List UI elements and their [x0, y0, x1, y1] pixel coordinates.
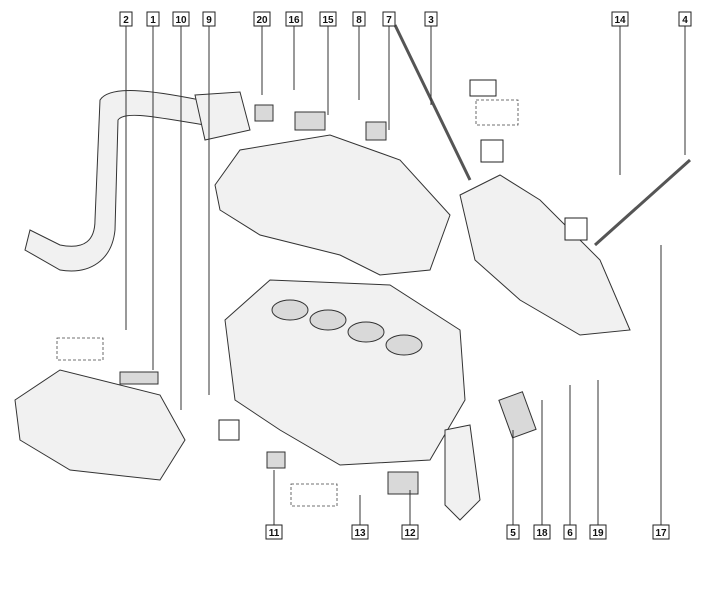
- part-number-label: 15: [322, 15, 334, 26]
- catalytic-converter: [459, 174, 631, 336]
- part-number-label: 10: [175, 15, 187, 26]
- label-box: [533, 524, 551, 540]
- label-box: [382, 11, 396, 27]
- no-reuse-icon: [564, 217, 588, 241]
- part-labels: 2 1 10 9 20 16 15 8 7 3 14 4 11 13 12 5 18 6 19 17: [119, 11, 692, 540]
- part-number-label: 16: [288, 15, 300, 26]
- label-box: [202, 11, 216, 27]
- cylinder-head: [214, 134, 451, 276]
- label-box: [563, 524, 577, 540]
- cylinder-bore: [309, 309, 347, 331]
- gasket-icon-box: [469, 79, 497, 97]
- label-box: [319, 11, 337, 27]
- label-box: [285, 11, 303, 27]
- cylinder-bore: [347, 321, 385, 343]
- cylinder-bore: [385, 334, 423, 356]
- label-box: [611, 11, 629, 27]
- oxygen-sensor-downstream: [593, 158, 692, 247]
- torque-icon: [218, 419, 240, 441]
- throttle-body: [194, 91, 251, 141]
- label-box: [352, 11, 366, 27]
- reference-box: [475, 99, 519, 126]
- reference-box: [290, 483, 338, 507]
- label-box: [506, 524, 520, 540]
- oxygen-sensor-upstream: [393, 24, 472, 181]
- sensor-1: [119, 371, 159, 385]
- part-number-label: 11: [269, 528, 280, 539]
- label-box: [119, 11, 133, 27]
- label-box: [265, 524, 283, 540]
- label-box: [351, 524, 369, 540]
- sensor-7: [365, 121, 387, 141]
- engine-block: [224, 279, 466, 466]
- part-number-label: 1: [150, 15, 156, 26]
- sensor-12: [387, 471, 419, 495]
- label-box: [401, 524, 419, 540]
- part-number-label: 7: [386, 15, 392, 26]
- label-box: [589, 524, 607, 540]
- part-number-label: 6: [567, 528, 573, 539]
- sensor-11: [266, 451, 286, 469]
- part-number-label: 5: [510, 528, 516, 539]
- part-number-label: 8: [356, 15, 362, 26]
- intake-manifold: [14, 369, 186, 481]
- part-number-label: 3: [428, 15, 434, 26]
- label-box: [652, 524, 670, 540]
- part-number-label: 14: [614, 15, 626, 26]
- water-outlet: [444, 424, 481, 521]
- part-number-label: 19: [592, 528, 604, 539]
- bracket-15: [294, 111, 326, 131]
- label-box: [678, 11, 692, 27]
- intake-hose: [24, 90, 206, 272]
- part-number-label: 2: [123, 15, 129, 26]
- label-box: [146, 11, 160, 27]
- leader-lines: [125, 26, 686, 525]
- sensor-5: [498, 391, 537, 439]
- label-box: [424, 11, 438, 27]
- part-number-label: 18: [536, 528, 548, 539]
- part-number-label: 9: [206, 15, 212, 26]
- part-number-label: 13: [354, 528, 366, 539]
- no-reuse-icon: [480, 139, 504, 163]
- label-box: [253, 11, 271, 27]
- part-number-label: 4: [682, 15, 688, 26]
- part-number-label: 12: [404, 528, 416, 539]
- label-box: [172, 11, 190, 27]
- sensor-20: [254, 104, 274, 122]
- part-number-label: 17: [655, 528, 667, 539]
- reference-box: [56, 337, 104, 361]
- cylinder-bore: [271, 299, 309, 321]
- part-number-label: 20: [256, 15, 268, 26]
